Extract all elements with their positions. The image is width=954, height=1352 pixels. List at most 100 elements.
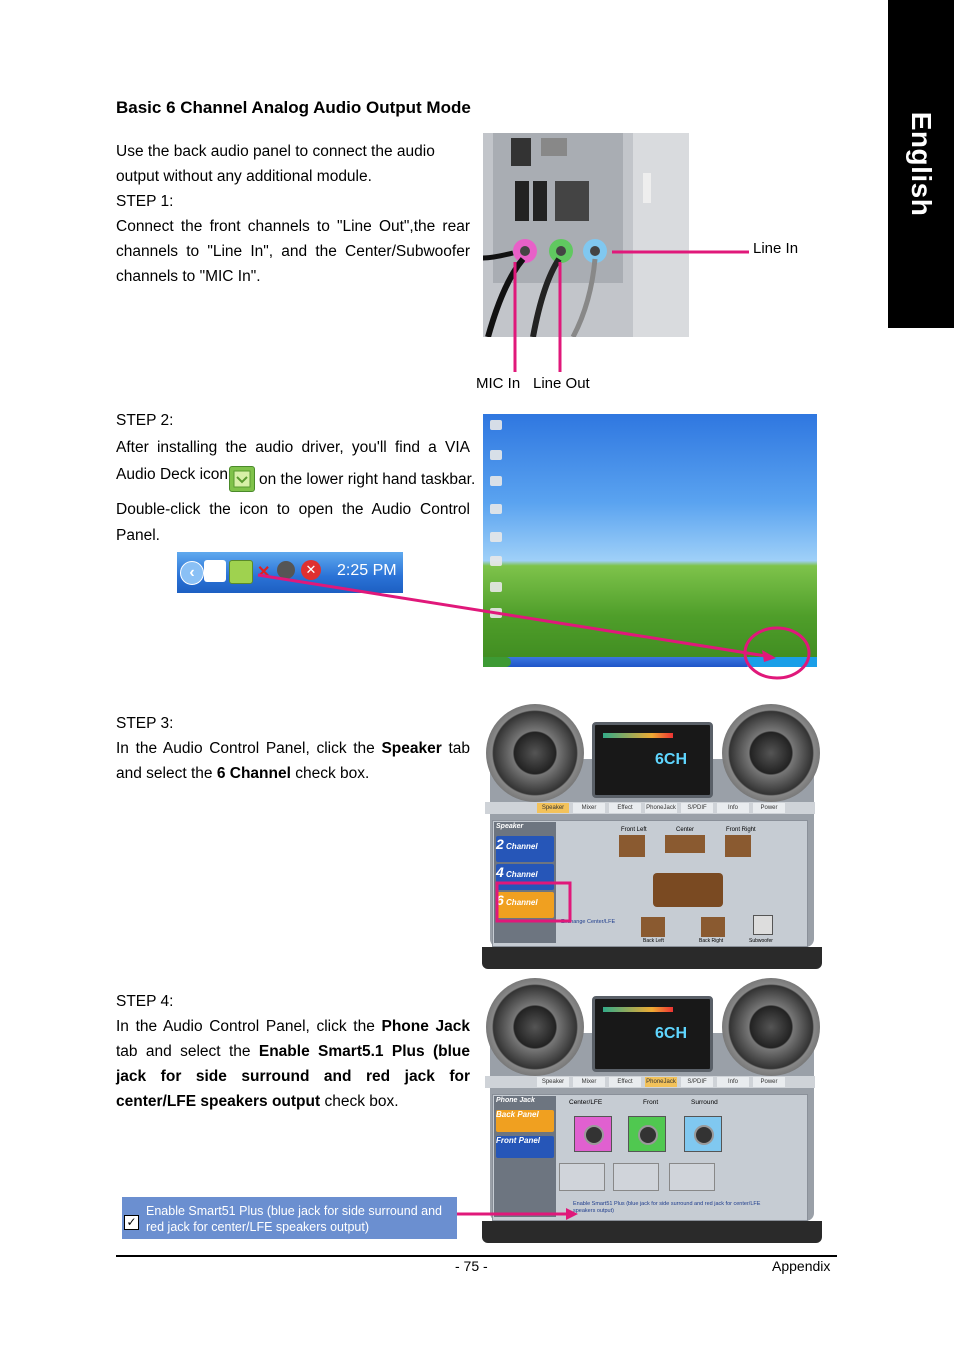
back-left-seat xyxy=(641,917,665,937)
tab-mixer: Mixer xyxy=(573,1077,605,1087)
surround-speakers xyxy=(669,1163,715,1191)
step4-body-b: tab and select the xyxy=(116,1043,251,1060)
front-jack xyxy=(628,1116,666,1152)
step2-body-a: After installing the audio driver, you'l… xyxy=(116,439,470,483)
tray-highlight-circle xyxy=(743,626,811,680)
footer-section: Appendix xyxy=(772,1258,831,1274)
audio-deck-phonejack-screenshot: 6CH Speaker Mixer Effect PhoneJack S/PDI… xyxy=(482,978,822,1243)
tab-speaker: Speaker xyxy=(537,803,569,813)
desktop-icon xyxy=(490,450,502,460)
step3-body: In the Audio Control Panel, click the Sp… xyxy=(116,736,470,786)
label-back-right: Back Right xyxy=(699,938,724,944)
deck-tabs: Speaker Mixer Effect PhoneJack S/PDIF In… xyxy=(485,1076,815,1088)
level-meter xyxy=(603,733,673,738)
step4-option: Enable Smart5.1 Plus (blue jack for side… xyxy=(116,1043,470,1110)
step3-tab-name: Speaker xyxy=(381,740,442,757)
step4-title: STEP 4: xyxy=(116,993,174,1010)
tab-phonejack: PhoneJack xyxy=(645,803,677,813)
column-surround: Surround xyxy=(691,1099,718,1106)
enable-smart51-zoom: ✓ Enable Smart51 Plus (blue jack for sid… xyxy=(122,1197,457,1239)
taskbar-arrow xyxy=(257,573,773,659)
line-in-label: Line In xyxy=(753,240,799,257)
step4-tab-name: Phone Jack xyxy=(381,1018,471,1035)
tab-effect: Effect xyxy=(609,1077,641,1087)
phonejack-panel-title: Phone Jack xyxy=(496,1097,535,1104)
desktop-taskbar xyxy=(483,657,817,667)
btn-label: Channel xyxy=(506,842,538,851)
desktop-icon xyxy=(490,504,502,514)
tab-spdif: S/PDIF xyxy=(681,803,713,813)
left-speaker-grille xyxy=(486,978,584,1076)
step1-title: STEP 1: xyxy=(116,193,174,210)
windows-desktop-screenshot xyxy=(483,414,817,667)
via-audio-tray-icon xyxy=(229,560,253,584)
step4-block: STEP 4: In the Audio Control Panel, clic… xyxy=(116,989,470,1114)
step3-body-c: check box. xyxy=(295,765,370,782)
desktop-icon xyxy=(490,532,502,542)
channel-readout: 6CH xyxy=(655,751,688,768)
desktop-icon xyxy=(490,556,502,566)
tab-phonejack: PhoneJack xyxy=(645,1077,677,1087)
label-subwoofer: Subwoofer xyxy=(749,938,773,944)
step3-body-b: tab and select the xyxy=(116,740,470,782)
tab-power: Power xyxy=(753,803,785,813)
exchange-center-lfe-checkbox: Exchange Center/LFE xyxy=(561,919,616,925)
center-lfe-speakers xyxy=(559,1163,605,1191)
gigabyte-tray-icon xyxy=(204,560,226,582)
via-audio-deck-icon xyxy=(229,466,255,492)
label-front-right: Front Right xyxy=(726,827,756,833)
btn-num: 6 xyxy=(496,892,504,908)
center-lfe-jack xyxy=(574,1116,612,1152)
btn-num: 4 xyxy=(496,864,504,880)
right-speaker-grille xyxy=(722,978,820,1076)
six-channel-highlight xyxy=(495,881,572,923)
mic-in-label: MIC In xyxy=(476,375,521,392)
section-heading: Basic 6 Channel Analog Audio Output Mode xyxy=(116,98,471,117)
four-channel-button: 4 Channel xyxy=(496,864,554,890)
arrow-head-icon xyxy=(762,650,776,662)
right-speaker-grille xyxy=(722,704,820,802)
step2-title: STEP 2: xyxy=(116,412,174,429)
tab-power: Power xyxy=(753,1077,785,1087)
enable-smart51-checkbox-small: Enable Smart51 Plus (blue jack for side … xyxy=(573,1201,761,1214)
label-front-left: Front Left xyxy=(621,827,647,833)
step4-body-a: In the Audio Control Panel, click the xyxy=(116,1018,375,1035)
level-meter xyxy=(603,1007,673,1012)
channel-readout: 6CH xyxy=(655,1025,688,1042)
start-button xyxy=(483,657,511,667)
security-alert-icon: ✕ xyxy=(301,560,321,580)
step1-intro: Use the back audio panel to connect the … xyxy=(116,143,435,185)
deck-display: 6CH xyxy=(592,722,713,798)
label-back-left: Back Left xyxy=(643,938,664,944)
tab-info: Info xyxy=(717,803,749,813)
front-panel-button: Front Panel xyxy=(496,1136,554,1158)
taskbar-clock: 2:25 PM xyxy=(337,562,397,579)
tab-speaker: Speaker xyxy=(537,1077,569,1087)
deck-display: 6CH xyxy=(592,996,713,1072)
system-tray xyxy=(747,657,817,667)
step4-body-c: check box. xyxy=(324,1093,399,1110)
desktop-icon xyxy=(490,476,502,486)
desktop-icon xyxy=(490,420,502,430)
left-speaker-grille xyxy=(486,704,584,802)
step2-body-c: Double-click the icon to open the Audio … xyxy=(116,501,470,544)
step4-body: In the Audio Control Panel, click the Ph… xyxy=(116,1014,470,1114)
front-speakers xyxy=(613,1163,659,1191)
back-panel-illustration xyxy=(483,133,689,337)
audio-deck-speaker-screenshot: 6CH Speaker Mixer Effect PhoneJack S/PDI… xyxy=(482,704,822,969)
page-number: - 75 - xyxy=(455,1258,488,1274)
tab-mixer: Mixer xyxy=(573,803,605,813)
chevron-left-icon: ‹ xyxy=(180,561,204,585)
step3-block: STEP 3: In the Audio Control Panel, clic… xyxy=(116,711,470,786)
step3-title: STEP 3: xyxy=(116,715,174,732)
front-left-seat xyxy=(619,835,645,857)
btn-num: 2 xyxy=(496,836,504,852)
back-panel-button: Back Panel xyxy=(496,1110,554,1132)
step2-body-b: on the lower right hand taskbar. xyxy=(259,471,476,488)
tab-effect: Effect xyxy=(609,803,641,813)
column-center-lfe: Center/LFE xyxy=(569,1099,603,1106)
surround-jack xyxy=(684,1116,722,1152)
center-seat xyxy=(665,835,705,853)
desktop-icon xyxy=(490,582,502,592)
